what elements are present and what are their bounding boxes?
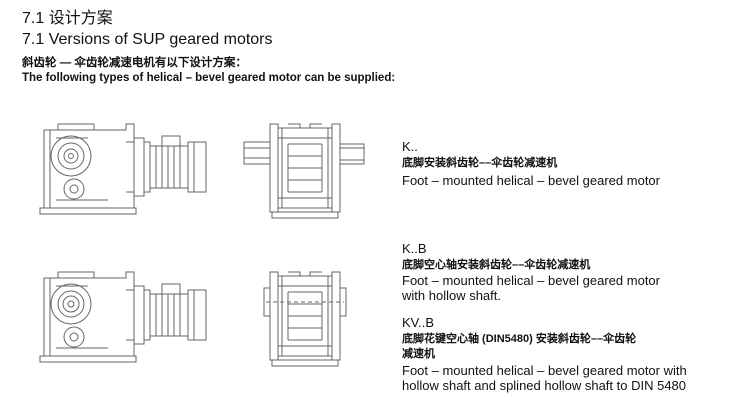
- version-name-cn-kb: 底脚空心轴安装斜齿轮––伞齿轮减速机: [402, 259, 591, 271]
- intro-en: The following types of helical – bevel g…: [22, 72, 396, 84]
- version-code-kvb: KV..B: [402, 315, 435, 330]
- intro-cn: 斜齿轮 — 伞齿轮减速电机有以下设计方案：: [22, 57, 247, 69]
- version-name-cn-kvb-line2: 减速机: [402, 348, 435, 360]
- version-desc-en-kb-line1: Foot – mounted helical – bevel geared mo…: [402, 273, 660, 288]
- kb-end-view-drawing: [236, 262, 368, 370]
- k-side-view-drawing: [36, 112, 228, 222]
- section-title-cn: 7.1 设计方案: [22, 10, 113, 27]
- kb-side-view-drawing: [36, 260, 228, 370]
- version-desc-en-kvb-line1: Foot – mounted helical – bevel geared mo…: [402, 363, 687, 378]
- version-code-k: K..: [402, 139, 418, 154]
- section-title-en: 7.1 Versions of SUP geared motors: [22, 31, 273, 48]
- version-desc-en-k: Foot – mounted helical – bevel geared mo…: [402, 173, 660, 188]
- version-desc-en-kvb-line2: hollow shaft and splined hollow shaft to…: [402, 378, 687, 393]
- k-end-view-drawing: [236, 114, 368, 222]
- version-desc-en-kb-line2: with hollow shaft.: [402, 288, 501, 303]
- version-code-kb: K..B: [402, 241, 427, 256]
- version-name-cn-kvb-line1: 底脚花键空心轴 (DIN5480) 安装斜齿轮––伞齿轮: [402, 333, 637, 345]
- version-name-cn-k: 底脚安装斜齿轮––伞齿轮减速机: [402, 157, 558, 169]
